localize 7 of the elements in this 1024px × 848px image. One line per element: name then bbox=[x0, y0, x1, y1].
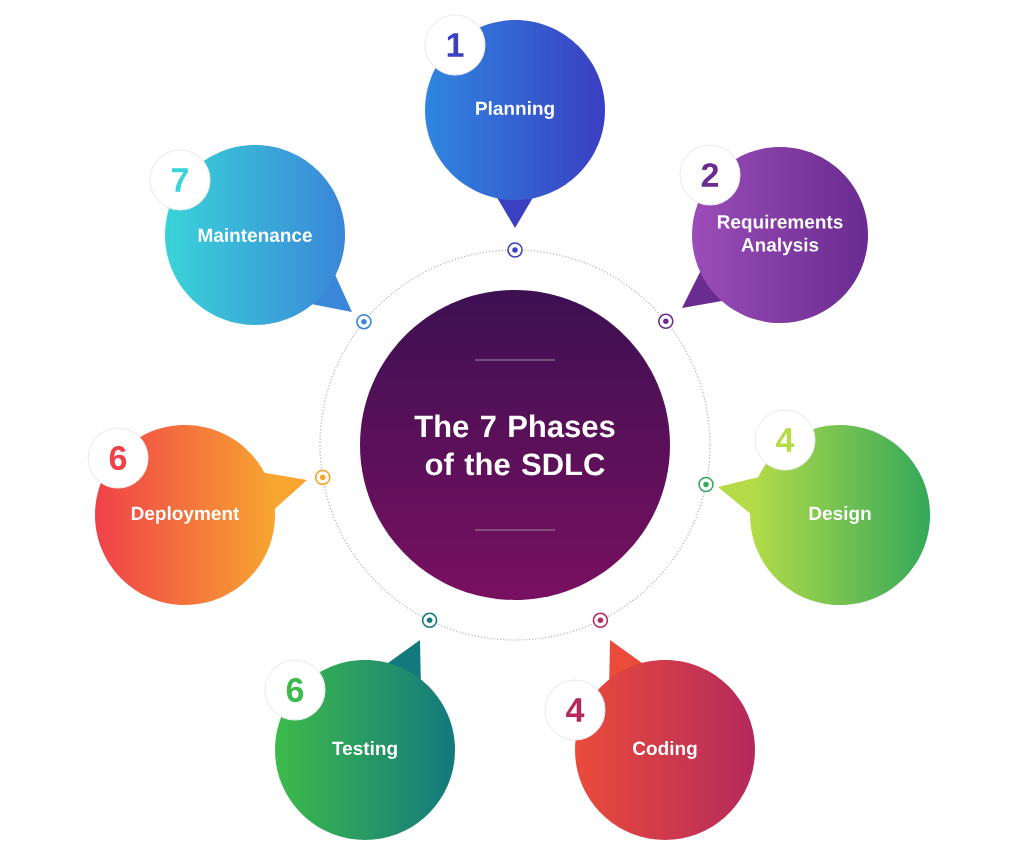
number-badge: 4 bbox=[754, 409, 816, 471]
number-badge: 4 bbox=[544, 679, 606, 741]
number-badge: 6 bbox=[87, 427, 149, 489]
number-badge: 7 bbox=[149, 149, 211, 211]
number-badge: 1 bbox=[424, 14, 486, 76]
number-badge: 6 bbox=[264, 659, 326, 721]
number-badge: 2 bbox=[679, 144, 741, 206]
